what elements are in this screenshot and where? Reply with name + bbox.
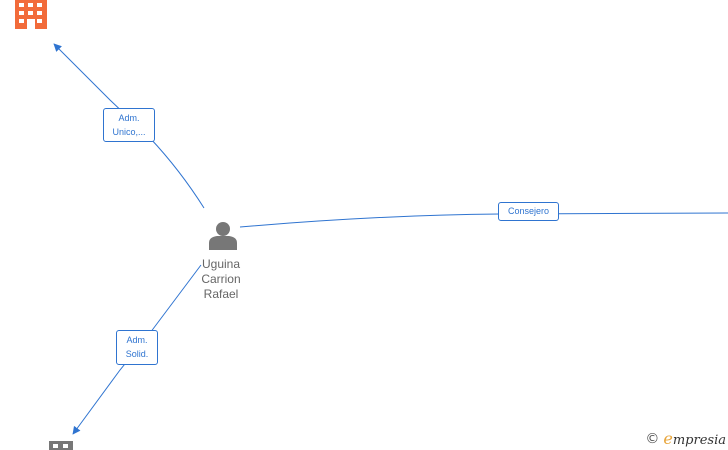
edge-label-adm-unico[interactable]: Adm. Unico,... [103,108,155,142]
person-icon[interactable] [209,222,237,250]
brand-watermark: © empresia [645,429,726,448]
building-icon[interactable] [49,441,73,450]
edge-label-adm-solid[interactable]: Adm. Solid. [116,330,158,365]
person-name-line: Uguina [201,257,241,271]
edge-label-line: Unico,... [112,127,146,137]
person-name[interactable]: Uguina Carrion Rafael [186,257,256,302]
edge-consejero[interactable] [239,212,728,228]
building-icon[interactable] [15,0,47,29]
person-name-line: Rafael [203,287,239,301]
brand-name-initial: e [663,429,673,448]
person-name-line: Carrion [201,272,241,286]
brand-name: empresia [663,429,726,448]
edge-label-line: Adm. [126,335,148,345]
brand-name-rest: mpresia [672,433,726,448]
copyright-symbol: © [645,430,660,447]
edge-label-line: Adm. [118,113,140,123]
edge-label-consejero[interactable]: Consejero [498,202,559,221]
edge-label-line: Solid. [125,349,149,359]
edge-label-line: Consejero [507,206,550,216]
